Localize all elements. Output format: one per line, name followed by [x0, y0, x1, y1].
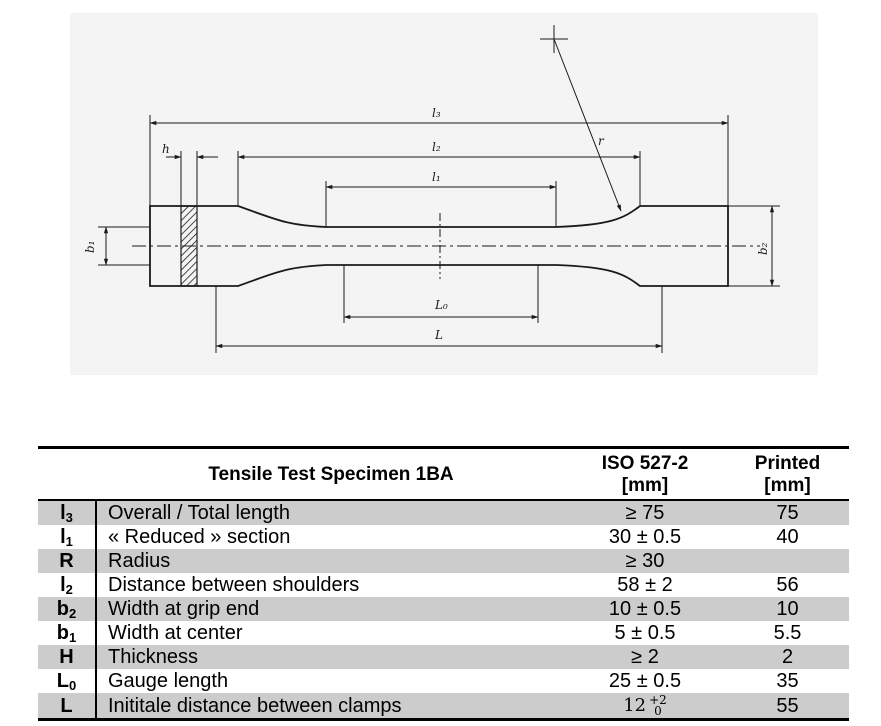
printed-header-unit: [mm] — [764, 475, 811, 496]
row-symbol: R — [38, 549, 97, 573]
row-description: Width at grip end — [96, 597, 564, 621]
row-symbol: b2 — [38, 597, 97, 621]
row-description: Overall / Total length — [96, 500, 564, 525]
tolerance-upper: +2 — [649, 693, 667, 707]
row-iso-value: 5 ± 0.5 — [614, 622, 676, 644]
row-description: Distance between shoulders — [108, 574, 360, 596]
radius-leader — [553, 38, 622, 212]
label-b1: b₁ — [83, 241, 97, 254]
row-printed-value: 56 — [776, 574, 799, 596]
row-symbol-letter: b — [56, 622, 69, 644]
row-description: Gauge length — [108, 670, 229, 692]
table-title: Tensile Test Specimen 1BA — [38, 449, 564, 501]
label-b2: b₂ — [756, 242, 770, 255]
row-printed-value: 10 — [726, 597, 849, 621]
label-h: h — [162, 142, 170, 156]
label-r: r — [598, 134, 605, 148]
row-symbol: b1 — [38, 621, 97, 645]
row-printed-value: 40 — [776, 526, 799, 548]
iso-header-label: ISO 527-2 — [601, 453, 689, 474]
table-row: R Radius≥ 30 — [38, 549, 849, 573]
row-printed-value: 5.5 — [773, 622, 802, 644]
table-row: l2 Distance between shoulders 58 ± 2 56 — [38, 573, 849, 597]
row-symbol-letter: l — [60, 526, 66, 548]
tolerance-lower: 0 — [654, 704, 662, 718]
table-row: l1 « Reduced » section 30 ± 0.5 40 — [38, 525, 849, 549]
row-symbol-subscript: 2 — [65, 582, 73, 597]
row-symbol-subscript: 1 — [68, 630, 77, 645]
spec-table: Tensile Test Specimen 1BA ISO 527-2 [mm]… — [38, 446, 849, 721]
row-description: Thickness — [96, 645, 564, 669]
row-symbol-letter: l — [60, 574, 66, 596]
label-L0: L₀ — [434, 298, 448, 312]
row-symbol-letter: H — [59, 646, 74, 668]
iso-header-unit: [mm] — [621, 475, 669, 496]
row-symbol-letter: b — [56, 598, 69, 620]
row-printed-value: 75 — [726, 500, 849, 525]
tolerance-base: 12 — [623, 695, 647, 716]
row-symbol: L — [38, 693, 97, 721]
row-description: Radius — [96, 549, 564, 573]
row-printed-value: 55 — [726, 693, 849, 721]
table-row: L0 Gauge length 25 ± 0.5 35 — [38, 669, 849, 693]
row-description: « Reduced » section — [108, 526, 291, 548]
row-symbol: l3 — [38, 500, 97, 525]
specimen-drawing: l₃ l₂ l₁ h r L₀ L b₁ b₂ — [70, 13, 818, 375]
row-symbol-subscript: 1 — [65, 534, 73, 549]
row-iso-value: 10 ± 0.5 — [564, 597, 726, 621]
row-symbol-subscript: 3 — [65, 510, 73, 525]
row-iso-value: ≥ 75 — [564, 500, 726, 525]
row-iso-value: ≥ 2 — [564, 645, 726, 669]
row-symbol-letter: L — [56, 670, 69, 692]
specimen-svg: l₃ l₂ l₁ h r L₀ L b₁ b₂ — [83, 25, 780, 353]
label-l2: l₂ — [432, 140, 441, 154]
row-printed-value — [726, 549, 849, 573]
iso-header: ISO 527-2 [mm] — [564, 449, 726, 501]
row-symbol-subscript: 2 — [68, 606, 77, 621]
row-printed-value: 35 — [776, 670, 799, 692]
row-symbol-subscript: 0 — [68, 678, 77, 693]
header-row: Tensile Test Specimen 1BA ISO 527-2 [mm]… — [38, 449, 849, 501]
row-description: Inititale distance between clamps — [96, 693, 564, 721]
table-row: b1 Width at center 5 ± 0.5 5.5 — [38, 621, 849, 645]
row-printed-value: 2 — [726, 645, 849, 669]
printed-header: Printed [mm] — [726, 449, 849, 501]
label-l3: l₃ — [432, 106, 441, 120]
row-iso-value: 25 ± 0.5 — [608, 670, 682, 692]
label-L: L — [434, 328, 443, 342]
row-symbol: l1 — [38, 525, 97, 549]
row-symbol-letter: R — [59, 550, 74, 572]
row-symbol-letter: L — [60, 694, 73, 717]
row-symbol-letter: l — [60, 502, 66, 524]
row-iso-value: ≥ 30 — [564, 549, 726, 573]
row-iso-value: 30 ± 0.5 — [608, 526, 682, 548]
row-description: Width at center — [108, 622, 243, 644]
row-symbol: L0 — [38, 669, 97, 693]
row-iso-value: 58 ± 2 — [617, 574, 673, 596]
row-symbol: l2 — [38, 573, 97, 597]
label-l1: l₁ — [432, 170, 441, 184]
printed-header-label: Printed — [754, 453, 821, 474]
row-symbol: H — [38, 645, 97, 669]
